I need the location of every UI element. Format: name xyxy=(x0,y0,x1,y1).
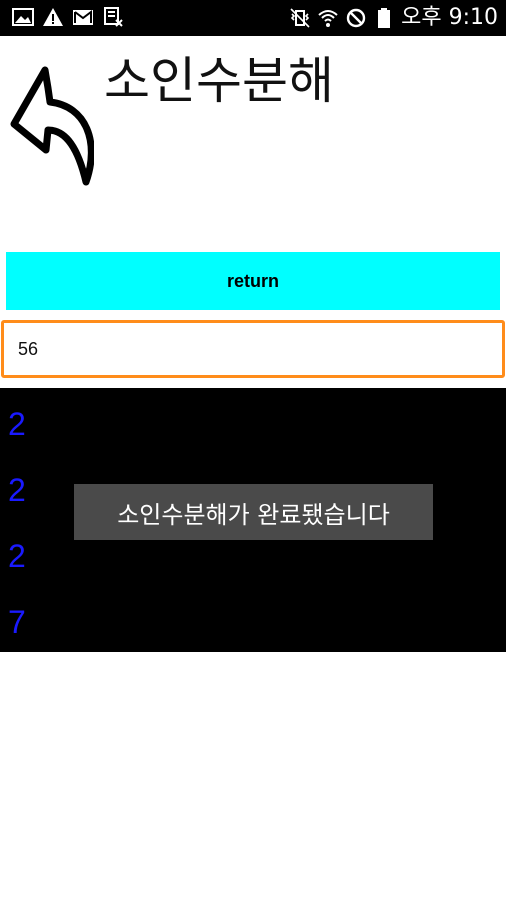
vibrate-icon xyxy=(290,8,310,28)
blocked-app-icon xyxy=(104,7,123,27)
factor-item: 7 xyxy=(8,604,26,640)
battery-icon xyxy=(378,8,391,28)
warning-icon xyxy=(43,8,63,26)
system-icons: 오후 9:10 xyxy=(289,4,498,32)
status-time: 오후 9:10 xyxy=(401,5,498,30)
notification-icons xyxy=(12,6,124,28)
image-icon xyxy=(12,8,34,26)
toast-message: 소인수분해가 완료됐습니다 xyxy=(74,484,433,540)
factor-item: 2 xyxy=(8,406,26,442)
factor-item: 2 xyxy=(8,472,26,508)
wifi-icon xyxy=(318,10,338,27)
return-button[interactable]: return xyxy=(6,252,500,310)
number-input[interactable] xyxy=(1,320,505,378)
status-bar: 오후 9:10 xyxy=(0,0,506,36)
mail-icon xyxy=(73,10,93,25)
factor-item: 2 xyxy=(8,538,26,574)
back-arrow-icon[interactable] xyxy=(8,66,94,188)
block-icon xyxy=(346,8,366,28)
app-screen: 소인수분해 return 2 2 2 7 소인수분해가 완료됐습니다 xyxy=(0,36,506,900)
page-title: 소인수분해 xyxy=(104,52,334,110)
